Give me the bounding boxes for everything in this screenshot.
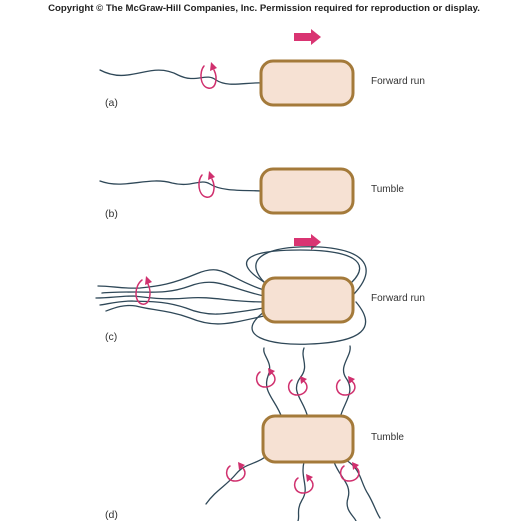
rotation-arrow-icon	[257, 372, 275, 387]
rotation-arrow-icon	[337, 380, 355, 395]
panel-b-illustration	[100, 169, 353, 213]
direction-arrow	[294, 29, 321, 45]
flagellum	[100, 181, 262, 191]
panel-c-label: Forward run	[371, 293, 425, 304]
panel-d-tag: (d)	[105, 509, 118, 521]
panel-a-illustration	[100, 29, 353, 105]
bacterial-cell	[261, 61, 353, 105]
flagellum	[340, 346, 350, 418]
panel-c-illustration	[96, 234, 366, 344]
panel-a-label: Forward run	[371, 76, 425, 87]
flagellum	[100, 70, 262, 84]
flagellum	[100, 301, 264, 314]
panel-b-label: Tumble	[371, 184, 404, 195]
panel-b-tag: (b)	[105, 208, 118, 220]
panel-a-tag: (a)	[105, 97, 118, 109]
panel-c-tag: (c)	[105, 331, 117, 343]
flagellum	[102, 282, 264, 296]
flagellum	[98, 270, 264, 290]
flagellum	[346, 460, 380, 518]
bacterial-cell	[263, 278, 353, 322]
panel-d-label: Tumble	[371, 432, 404, 443]
bacterial-cell	[261, 169, 353, 213]
flagellum	[206, 452, 272, 504]
panel-d-illustration	[206, 346, 380, 521]
bacterial-cell	[263, 416, 353, 462]
flagellum	[298, 462, 305, 521]
rotation-arrow-icon	[341, 466, 359, 481]
flagellum	[334, 462, 356, 521]
